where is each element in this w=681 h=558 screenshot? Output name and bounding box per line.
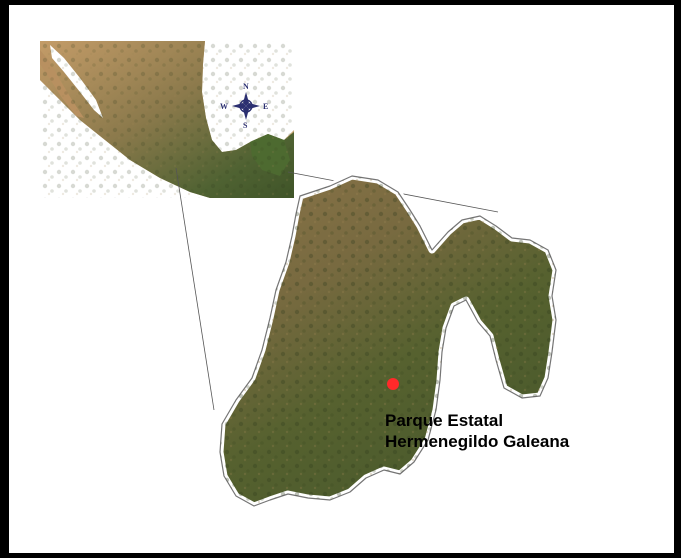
inset-mexico-map	[40, 41, 294, 198]
compass-west-label: W	[220, 102, 228, 111]
state-texture	[220, 176, 556, 506]
park-location-marker[interactable]	[387, 378, 399, 390]
compass-south-label: S	[243, 121, 248, 130]
park-label-line1: Parque Estatal	[385, 411, 504, 430]
compass-east-label: E	[263, 102, 269, 111]
park-label-line2: Hermenegildo Galeana	[385, 432, 570, 451]
state-map	[216, 172, 560, 510]
park-label: Parque Estatal Hermenegildo Galeana	[385, 410, 569, 452]
compass-north-label: N	[243, 82, 249, 91]
compass-rose	[232, 92, 260, 120]
